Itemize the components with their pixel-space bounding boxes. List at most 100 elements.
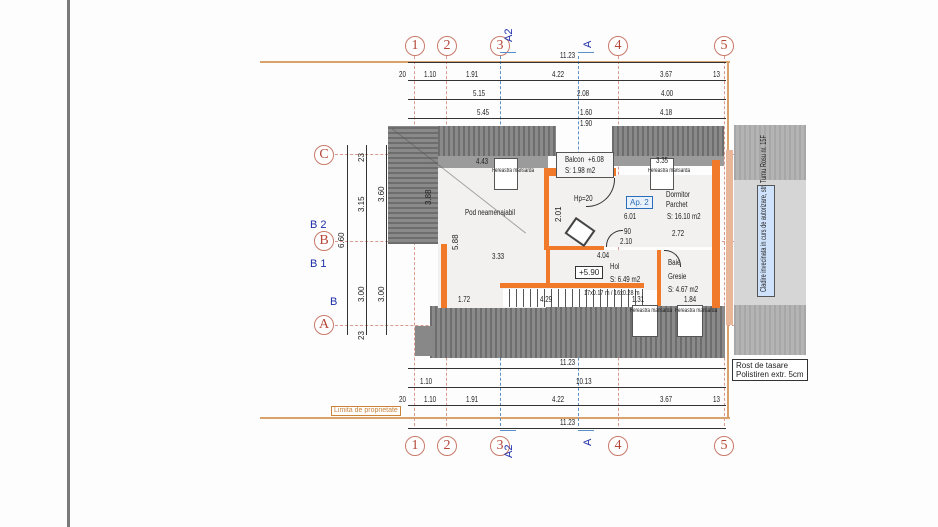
roof-window-2 [650, 158, 674, 190]
bath-floor: Gresie [668, 272, 687, 281]
attic-grey-band [438, 156, 548, 168]
roof-dim-443: 4.43 [476, 157, 489, 166]
section-mark-b: B [330, 296, 338, 308]
bedroom-area: S: 16.10 m2 [667, 212, 701, 221]
dim-line-top-row1 [408, 80, 726, 81]
dim-line-bottom-row-b [408, 405, 726, 406]
attic-name: Pod neamenajabil [465, 208, 515, 217]
bedroom-dim-335: 3.35 [656, 156, 669, 165]
balcony-area: S: 1.98 m2 [565, 166, 596, 175]
attic-dim-333: 3.33 [492, 252, 505, 261]
stairs-text: 17x0.17 m / 16x0.28 m [584, 290, 640, 297]
dim-bottom-rb-4: 3.67 [660, 395, 673, 404]
attic-dim-588: 5.88 [451, 234, 460, 250]
roof-window-1 [494, 158, 518, 190]
bath-dim-184: 1.84 [684, 295, 697, 304]
bedroom-door-dim-201: 2.01 [554, 206, 563, 222]
roof-eave-left [415, 326, 435, 356]
axis-bubble-2: 2 [437, 36, 457, 56]
section-cut-a-bottom [578, 430, 594, 431]
neighbor-label-text: Cladire invecinata in curs de autorizare… [759, 135, 768, 292]
dim-left-mid-2: 3.00 [357, 286, 366, 302]
dim-top-r1-3: 4.22 [552, 70, 565, 79]
dim-bottom-overall-top: 11.23 [560, 358, 576, 367]
section-mark-a-bottom: A [582, 438, 594, 446]
attic-dim-172: 1.72 [458, 295, 471, 304]
neighbor-label: Cladire invecinata in curs de autorizare… [757, 135, 775, 297]
bedroom-dim-601: 6.01 [624, 212, 637, 221]
section-mark-b2: B 2 [310, 219, 327, 231]
dim-line-top-row2 [408, 99, 726, 100]
dim-bottom-rb-2: 1.91 [466, 395, 479, 404]
bedroom-name: Dormitor [666, 190, 690, 199]
dim-bottom-ra-1: 10.13 [576, 377, 592, 386]
wall-bath-left [657, 250, 661, 306]
door-swing-hall [606, 230, 623, 247]
dim-left-mid-3: 23 [357, 331, 366, 340]
dim-top-r2-2: 4.00 [661, 89, 674, 98]
axis-bubble-1: 1 [405, 36, 425, 56]
hall-dim-404: 4.04 [597, 251, 610, 260]
neighbor-roof-top [734, 125, 806, 180]
dim-bottom-rb-5: 13 [713, 395, 720, 404]
wall-balcony-left [544, 168, 564, 176]
wall-bedroom-bottom [544, 246, 604, 250]
dim-left-mid-0: 23 [357, 153, 366, 162]
axis-bubble-5: 5 [714, 36, 734, 56]
roof-window-4 [677, 305, 703, 337]
dim-left-inner-0: 3.60 [377, 186, 386, 202]
dim-top-r3-1: 1.60 [580, 108, 593, 117]
dim-top-r3-0: 5.45 [477, 108, 490, 117]
dim-top-r1-5: 13 [713, 70, 720, 79]
dim-top-r3-2: 4.18 [660, 108, 673, 117]
dim-bottom-rb-0: 20 [399, 395, 406, 404]
settlement-joint-note: Rost de tasare Polistiren extr. 5cm [732, 359, 808, 382]
dim-top-overall: 11.23 [560, 51, 576, 60]
neighbor-roof-bottom [734, 305, 806, 355]
axis-bubble-2-bottom: 2 [437, 436, 457, 456]
axis-bubble-c: C [314, 145, 334, 165]
axis-bubble-1-bottom: 1 [405, 436, 425, 456]
section-cut-a2-top [500, 52, 516, 53]
dim-bottom-overall: 11.23 [560, 418, 576, 427]
stair-dim-429: 4.29 [540, 295, 553, 304]
roof-window-4-label: Fereastra mansarda [675, 308, 718, 314]
bath-area: S: 4.67 m2 [668, 285, 699, 294]
wall-hall-left [546, 250, 550, 284]
wall-stair-top [500, 283, 644, 288]
balcony [556, 152, 614, 178]
section-mark-a-top: A [582, 40, 594, 48]
roof-window-3 [632, 305, 658, 337]
dim-left-outer: 6.60 [337, 232, 346, 248]
dim-line-bottom-overall [408, 428, 726, 429]
property-line-bottom [260, 417, 730, 419]
roof-bottom [430, 306, 725, 358]
dim-left-mid-1: 3.15 [357, 196, 366, 212]
joint-note-line1: Rost de tasare [736, 361, 789, 370]
dim-top-r2-0: 5.15 [473, 89, 486, 98]
bath-dim-131: 1.31 [632, 295, 645, 304]
section-cut-a-top [578, 52, 594, 53]
axis-bubble-5-bottom: 5 [714, 436, 734, 456]
joint-note-line2: Polistiren extr. 5cm [736, 370, 804, 380]
page-gutter-line [67, 0, 70, 527]
dim-line-bottom-overall-top [408, 368, 726, 369]
dim-top-r1-0: 20 [399, 70, 406, 79]
door-dim-90: 90 [624, 227, 631, 236]
dim-line-top-row3 [408, 118, 726, 119]
dim-top-r1-2: 1.91 [466, 70, 479, 79]
axis-bubble-3-bottom: 3 [490, 436, 510, 456]
dim-line-bottom-row-a [408, 387, 726, 388]
dim-bottom-rb-1: 1.10 [424, 395, 437, 404]
settlement-joint [726, 150, 733, 325]
dim-bottom-ra-0: 1.10 [420, 377, 433, 386]
hall-area: S: 6.49 m2 [610, 275, 641, 284]
axis-bubble-4: 4 [608, 36, 628, 56]
wall-bedroom-left [544, 172, 549, 248]
property-limit-label: Limita de proprietate [331, 406, 401, 417]
roof-window-2-label: Fereastra mansarda [648, 168, 691, 174]
section-mark-b1: B 1 [310, 258, 327, 270]
roof-top-right [612, 126, 724, 156]
hall-name: Hol [610, 262, 620, 271]
section-mark-a2-bottom: A2 [503, 444, 515, 458]
